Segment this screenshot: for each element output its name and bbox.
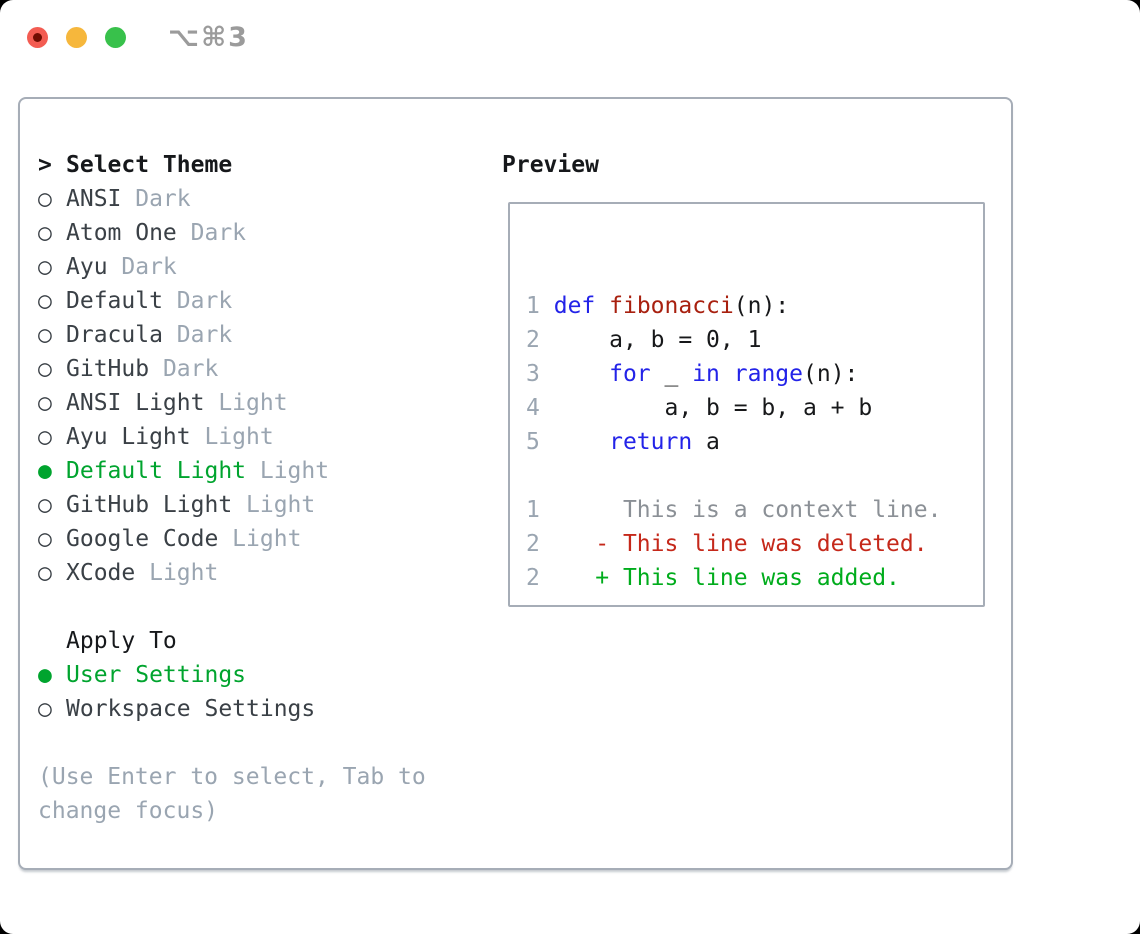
theme-option-default-light[interactable]: ● Default Light Light	[38, 454, 329, 488]
theme-variant: Light	[204, 390, 288, 416]
theme-name: GitHub	[66, 356, 150, 382]
radio-selected-icon: ●	[38, 662, 52, 688]
preview-title: Preview	[502, 152, 599, 178]
apply-option-user-settings[interactable]: ● User Settings	[38, 658, 315, 692]
theme-variant: Dark	[149, 356, 219, 382]
radio-unselected-icon: ○	[38, 254, 52, 280]
radio-unselected-icon: ○	[38, 492, 52, 518]
select-theme-label: Select Theme	[66, 152, 233, 178]
radio-selected-icon: ●	[38, 458, 52, 484]
focus-cursor-icon: >	[38, 152, 52, 178]
code-line: 2 a, b = 0, 1	[526, 327, 762, 353]
code-line: 5 return a	[526, 429, 720, 455]
theme-variant: Light	[190, 424, 274, 450]
apply-to-header: Apply To	[38, 624, 177, 658]
theme-option-google-code[interactable]: ○ Google Code Light	[38, 522, 329, 556]
theme-option-xcode[interactable]: ○ XCode Light	[38, 556, 329, 590]
code-preview: 1 def fibonacci(n): 2 a, b = 0, 1 3 for _ …	[510, 242, 983, 595]
code-line: 1 This is a context line.	[526, 497, 942, 523]
theme-list: ○ ANSI Dark ○ Atom One Dark ○ Ayu Dark ○ Defaul…	[38, 182, 329, 590]
preview-box: 1 def fibonacci(n): 2 a, b = 0, 1 3 for _ …	[508, 202, 985, 607]
theme-variant: Dark	[176, 220, 247, 246]
theme-name: XCode	[66, 560, 136, 586]
apply-option-workspace-settings[interactable]: ○ Workspace Settings	[38, 692, 315, 726]
theme-variant: Dark	[121, 186, 191, 212]
traffic-lights	[27, 27, 126, 48]
window-title: ⌥⌘3	[168, 22, 249, 53]
radio-unselected-icon: ○	[38, 526, 52, 552]
theme-option-ansi[interactable]: ○ ANSI Dark	[38, 182, 329, 216]
theme-variant: Light	[232, 492, 316, 518]
theme-name: Dracula	[66, 322, 163, 348]
radio-unselected-icon: ○	[38, 186, 52, 212]
code-line	[526, 459, 983, 493]
theme-option-dracula[interactable]: ○ Dracula Dark	[38, 318, 329, 352]
theme-option-ansi-light[interactable]: ○ ANSI Light Light	[38, 386, 329, 420]
theme-option-ayu-light[interactable]: ○ Ayu Light Light	[38, 420, 329, 454]
apply-option-label: Workspace Settings	[66, 696, 316, 722]
apply-option-label: User Settings	[66, 662, 247, 688]
code-line: 2 - This line was deleted.	[526, 531, 928, 557]
code-line: 4 a, b = b, a + b	[526, 395, 873, 421]
theme-name: Ayu	[66, 254, 108, 280]
radio-unselected-icon: ○	[38, 390, 52, 416]
radio-unselected-icon: ○	[38, 220, 52, 246]
theme-name: GitHub Light	[66, 492, 233, 518]
theme-name: Default	[66, 288, 163, 314]
theme-option-github-light[interactable]: ○ GitHub Light Light	[38, 488, 329, 522]
code-line: 3 for _ in range(n):	[526, 361, 859, 387]
theme-name: Google Code	[66, 526, 219, 552]
radio-unselected-icon: ○	[38, 560, 52, 586]
theme-name: Ayu Light	[66, 424, 191, 450]
theme-variant: Light	[135, 560, 219, 586]
radio-unselected-icon: ○	[38, 424, 52, 450]
minimize-button[interactable]	[66, 27, 87, 48]
apply-to-label: Apply To	[66, 628, 177, 654]
apply-to-list: ● User Settings ○ Workspace Settings	[38, 658, 315, 726]
theme-option-default[interactable]: ○ Default Dark	[38, 284, 329, 318]
theme-variant: Light	[246, 458, 330, 484]
radio-unselected-icon: ○	[38, 696, 52, 722]
close-button-dot-icon	[33, 33, 42, 42]
theme-variant: Dark	[162, 288, 233, 314]
code-line: 2 + This line was added.	[526, 565, 900, 591]
theme-name: Default Light	[66, 458, 247, 484]
zoom-button[interactable]	[105, 27, 126, 48]
code-line: 1 def fibonacci(n):	[526, 293, 790, 319]
theme-option-ayu[interactable]: ○ Ayu Dark	[38, 250, 329, 284]
radio-unselected-icon: ○	[38, 356, 52, 382]
main-panel: > Select Theme ○ ANSI Dark ○ Atom One Dark ○ A…	[18, 97, 1013, 870]
help-text: (Use Enter to select, Tab to change focu…	[38, 764, 426, 824]
theme-name: ANSI	[66, 186, 122, 212]
theme-variant: Light	[218, 526, 302, 552]
theme-option-github[interactable]: ○ GitHub Dark	[38, 352, 329, 386]
theme-variant: Dark	[107, 254, 177, 280]
titlebar: ⌥⌘3	[0, 0, 1140, 72]
select-theme-header: > Select Theme	[38, 148, 232, 182]
close-button[interactable]	[27, 27, 48, 48]
theme-option-atom-one[interactable]: ○ Atom One Dark	[38, 216, 329, 250]
theme-variant: Dark	[162, 322, 233, 348]
theme-name: ANSI Light	[66, 390, 205, 416]
radio-unselected-icon: ○	[38, 288, 52, 314]
theme-name: Atom One	[66, 220, 177, 246]
radio-unselected-icon: ○	[38, 322, 52, 348]
